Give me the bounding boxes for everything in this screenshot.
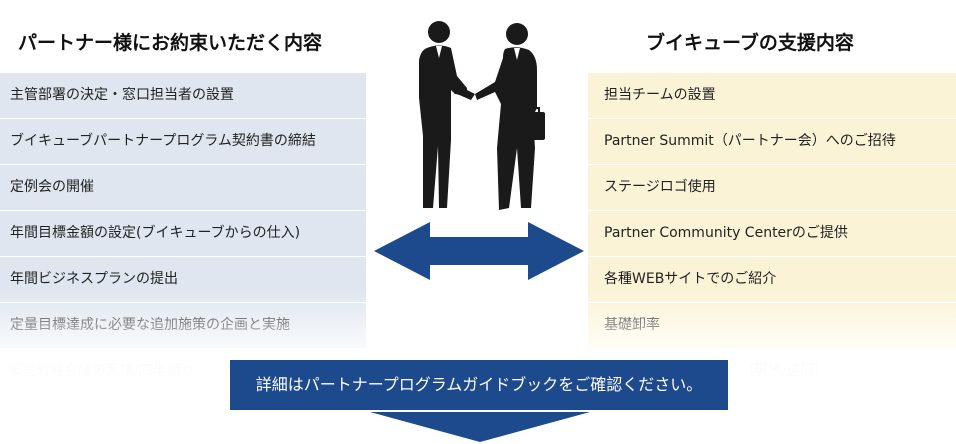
list-item: 担当チームの設置 [588, 73, 956, 118]
right-column-title: ブイキューブの支援内容 [646, 32, 854, 54]
list-item: Partner Community Centerのご提供 [588, 211, 956, 256]
handshake-silhouette-icon [419, 21, 545, 210]
faded-list-item: （現地/遠隔） [740, 363, 829, 379]
list-item: 各種WEBサイトでのご紹介 [588, 257, 956, 302]
list-item: ブイキューブパートナープログラム契約書の締結 [0, 119, 366, 164]
partner-commitments-list: 主管部署の決定・窓口担当者の設置 ブイキューブパートナープログラム契約書の締結 … [0, 73, 366, 349]
list-item: Partner Summit（パートナー会）へのご招待 [588, 119, 956, 164]
list-item: 主管部署の決定・窓口担当者の設置 [0, 73, 366, 118]
faded-list-item: 販売戦略会議の実施/四半期セ [8, 363, 195, 379]
down-arrow-icon [370, 412, 590, 442]
list-item: 定量目標達成に必要な追加施策の企画と実施 [0, 303, 366, 348]
guidebook-banner: 詳細はパートナープログラムガイドブックをご確認ください。 [230, 360, 728, 410]
list-item: 年間ビジネスプランの提出 [0, 257, 366, 302]
left-column-title: パートナー様にお約束いただく内容 [18, 32, 323, 54]
list-item: ステージロゴ使用 [588, 165, 956, 210]
vcube-support-list: 担当チームの設置 Partner Summit（パートナー会）へのご招待 ステー… [588, 73, 956, 349]
double-arrow-icon [374, 222, 584, 280]
list-item: 基礎卸率 [588, 303, 956, 348]
list-item: 年間目標金額の設定(ブイキューブからの仕入) [0, 211, 366, 256]
list-item: 定例会の開催 [0, 165, 366, 210]
